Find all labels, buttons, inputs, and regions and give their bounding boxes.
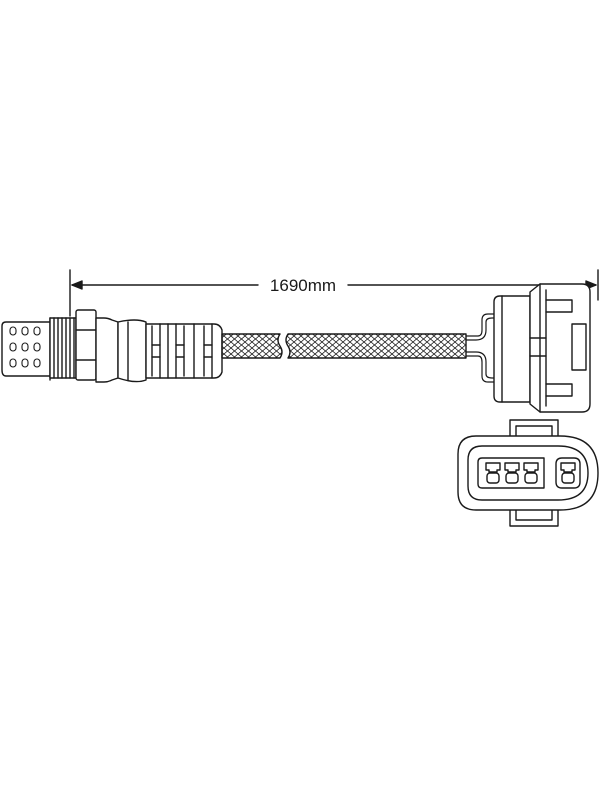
connector-side-view [493, 283, 591, 413]
connector-pin-single [555, 457, 581, 489]
connector-bottom-tab [509, 509, 559, 527]
connector-wires [465, 313, 495, 383]
dimension-label: 1690mm [270, 276, 336, 295]
connector-top-tab [509, 419, 559, 437]
dimension-arrow-left [71, 280, 83, 290]
braided-cable [221, 333, 467, 359]
connector-inner-shell [467, 445, 589, 501]
protective-sleeve [145, 323, 223, 379]
cable-segment-left [221, 333, 283, 359]
hex-nut [75, 309, 97, 381]
pin-3 [523, 462, 539, 484]
pin-2 [504, 462, 520, 484]
cable-segment-right [285, 333, 467, 359]
threaded-section [49, 317, 77, 379]
sensor-body [95, 317, 147, 383]
connector-front-view [457, 419, 599, 527]
pin-1 [485, 462, 501, 484]
sensor-probe-tip [1, 317, 51, 381]
connector-pin-group-three [477, 457, 545, 489]
probe-vent-holes [9, 326, 41, 368]
